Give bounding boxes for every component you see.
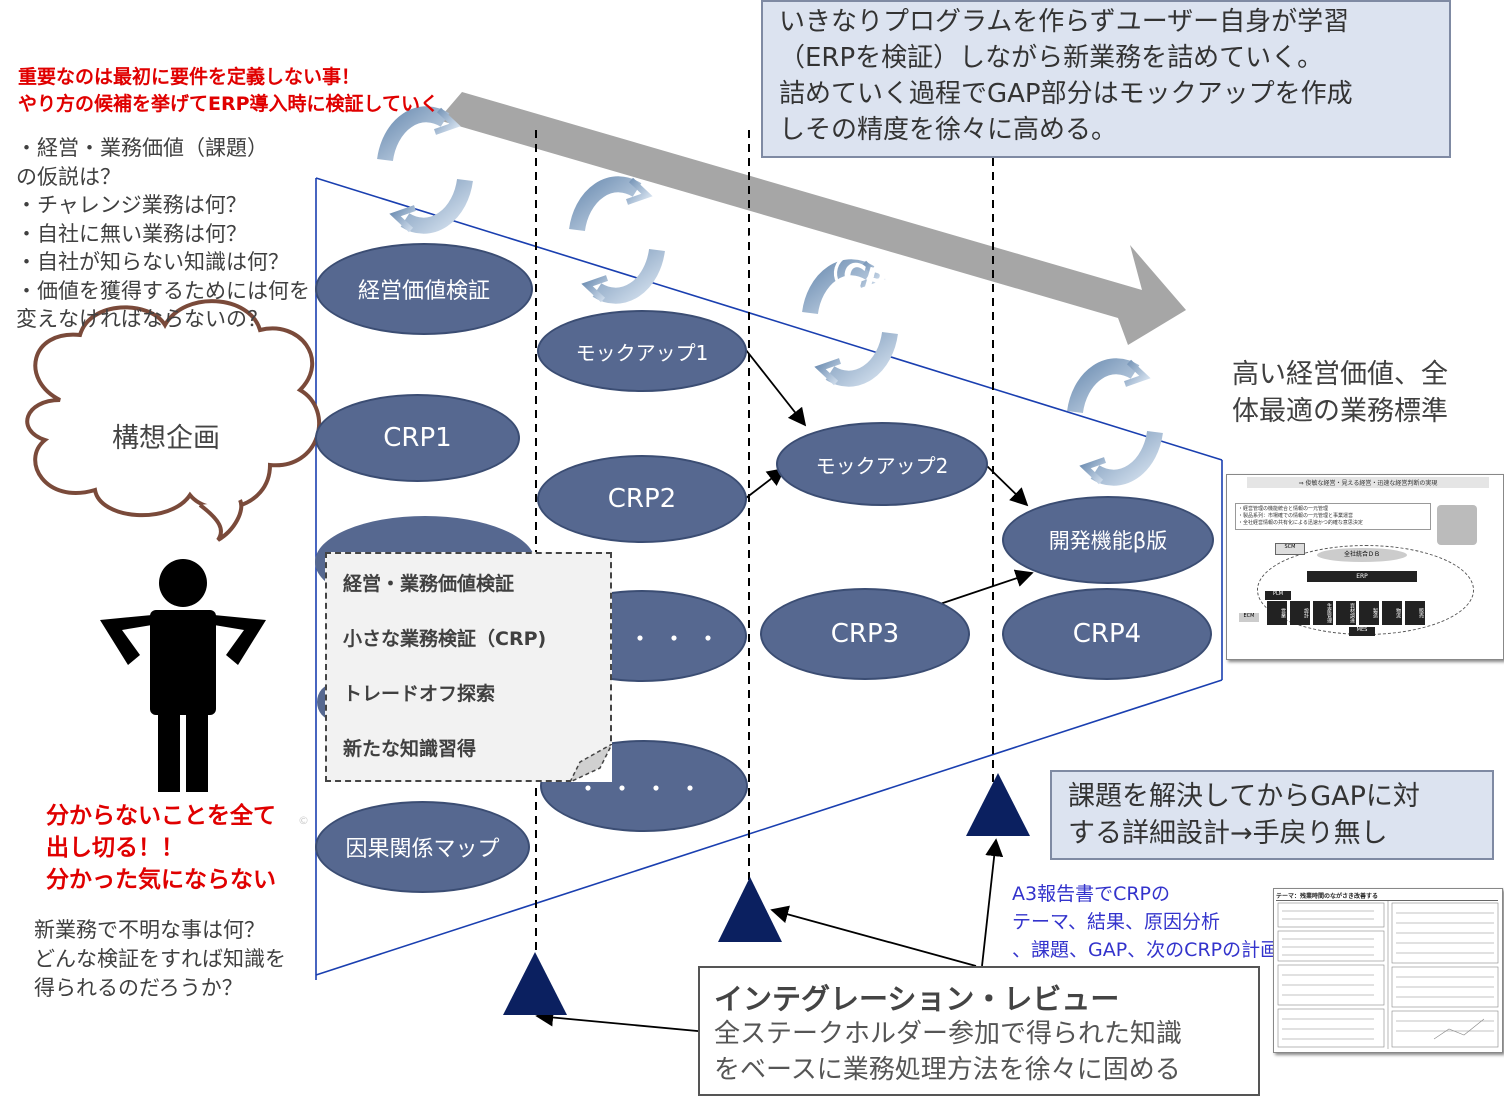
right-note-box: 課題を解決してからGAPに対 する詳細設計→手戻り無し (1050, 770, 1494, 860)
connector-arrows (535, 349, 1034, 1033)
thumb2-lines (1277, 901, 1499, 1049)
cycle-icon (377, 106, 1163, 486)
watermark: © (298, 814, 309, 827)
learning-cycle-arrow (438, 92, 1186, 345)
phase-dividers (535, 130, 994, 960)
page-curl-icon (570, 744, 612, 782)
thought-cloud (25, 299, 322, 542)
thumb-db: 全社統合ＤＢ (1317, 548, 1407, 562)
thumb-plm: PLM (1265, 591, 1291, 600)
milestone-triangles (503, 773, 1030, 1015)
thumb-columns: 営業 設計 生産管理 資材調達 製造 物流 販売 (1267, 601, 1425, 625)
thumb-header: ⇒ 俊敏な経営・見える経営・迅速な経営判断の実現 (1247, 477, 1489, 488)
node-crp1: CRP1 (315, 394, 520, 482)
a3-report-note: A3報告書でCRPの テーマ、結果、原因分析 、課題、GAP、次のCRPの計画 (1012, 883, 1280, 961)
validation-menu: 経営・業務価値検証 小さな業務検証（CRP) トレードオフ探索 新たな知識習得 (325, 552, 612, 782)
menu-item: 小さな業務検証（CRP) (343, 628, 547, 650)
thumb2-title: テーマ：残業時間のながさき改善する (1276, 891, 1498, 901)
person-icon (100, 559, 266, 792)
integration-review-box: インテグレーション・レビュー 全ステークホルダー参加で得られた知識 をベースに業… (698, 966, 1260, 1096)
a3-report-thumbnail: テーマ：残業時間のながさき改善する (1273, 888, 1503, 1053)
node-inga-map: 因果関係マップ (315, 801, 530, 893)
thumb-ecm: ECM (1239, 613, 1259, 622)
questions-top: ・経営・業務価値（課題） の仮説は？ ・チャレンジ業務は何？ ・自社に無い業務は… (16, 136, 310, 331)
node-mockup2: モックアップ2 (776, 422, 988, 506)
goal-text: 高い経営価値、全 体最適の業務標準 (1232, 359, 1448, 427)
node-crp2: CRP2 (537, 455, 747, 543)
erp-concept-thumbnail: ⇒ 俊敏な経営・見える経営・迅速な経営判断の実現 ・経営管理の機能統合と情報の一… (1226, 474, 1504, 660)
node-crp3: CRP3 (760, 588, 970, 680)
thumb-erp: ERP (1307, 571, 1417, 582)
thumb-photo (1437, 505, 1477, 545)
node-beta: 開発機能β版 (1002, 496, 1214, 584)
menu-item: 経営・業務価値検証 (343, 573, 515, 595)
thumb-scm: SCM (1275, 543, 1305, 555)
top-note-box: いきなりプログラムを作らずユーザー自身が学習 （ERPを検証）しながら新業務を詰… (761, 0, 1451, 158)
review-body: 全ステークホルダー参加で得られた知識 をベースに業務処理方法を徐々に固める (714, 1019, 1183, 1085)
menu-item: トレードオフ探索 (343, 683, 496, 705)
questions-bottom: 新業務で不明な事は何？ どんな検証をすれば知識を 得られるのだろうか？ (34, 918, 286, 1000)
node-crp4: CRP4 (1002, 588, 1212, 680)
thumb-mes: MES (1349, 627, 1375, 636)
cloud-label: 構想企画 (112, 423, 220, 454)
thumb-bullets: ・経営管理の機能統合と情報の一元管理 ・製品系列：市場確での情報の一元管理と事業… (1235, 503, 1431, 530)
node-keiei-kachi: 経営価値検証 (315, 243, 533, 335)
node-mockup1: モックアップ1 (537, 310, 747, 392)
menu-item: 新たな知識習得 (343, 738, 477, 760)
red-bottom-text: 分からないことを全て 出し切る！！ 分かった気にならない (46, 803, 276, 893)
red-heading: 重要なのは最初に要件を定義しない事！ やり方の候補を挙げてERP導入時に検証して… (18, 66, 439, 115)
review-title: インテグレーション・レビュー (714, 982, 1120, 1016)
